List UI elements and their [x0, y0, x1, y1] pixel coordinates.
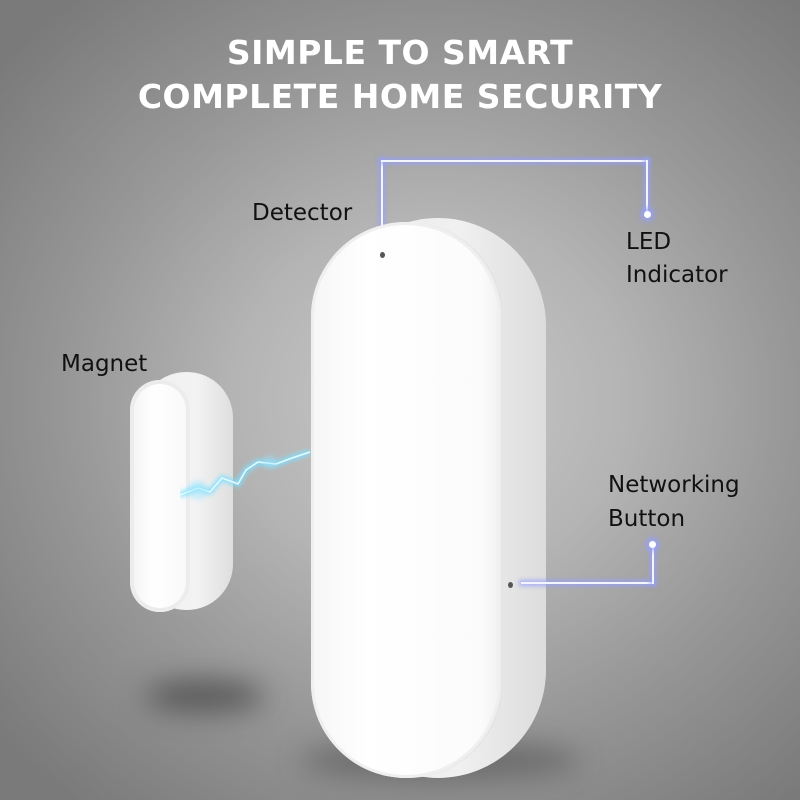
- led-callout-dot-icon: [644, 211, 651, 218]
- led-indicator-label-line-1: LED: [626, 229, 672, 255]
- led-indicator-hole: [380, 252, 385, 258]
- led-callout-line-vertical-right: [646, 160, 648, 214]
- led-indicator-label-line-2: Indicator: [626, 262, 728, 288]
- headline-line-1: SIMPLE TO SMART: [226, 33, 574, 72]
- led-callout-line-vertical-left: [381, 160, 383, 232]
- networking-button-label-line-2: Button: [608, 506, 686, 532]
- networking-callout-line-vertical: [652, 544, 654, 584]
- magnetic-spark-icon: [180, 449, 311, 500]
- networking-button-label-line-1: Networking: [608, 472, 740, 498]
- detector-label: Detector: [252, 200, 353, 226]
- magnet-shadow: [145, 680, 265, 712]
- led-callout-line-horizontal: [381, 160, 648, 162]
- networking-callout-line-horizontal: [521, 582, 654, 584]
- headline-line-2: COMPLETE HOME SECURITY: [137, 77, 663, 116]
- magnet-face: [130, 380, 190, 612]
- detector-face: [311, 222, 501, 778]
- networking-callout-dot-icon: [649, 541, 656, 548]
- magnet-label: Magnet: [61, 351, 148, 377]
- networking-button-hole: [508, 582, 513, 588]
